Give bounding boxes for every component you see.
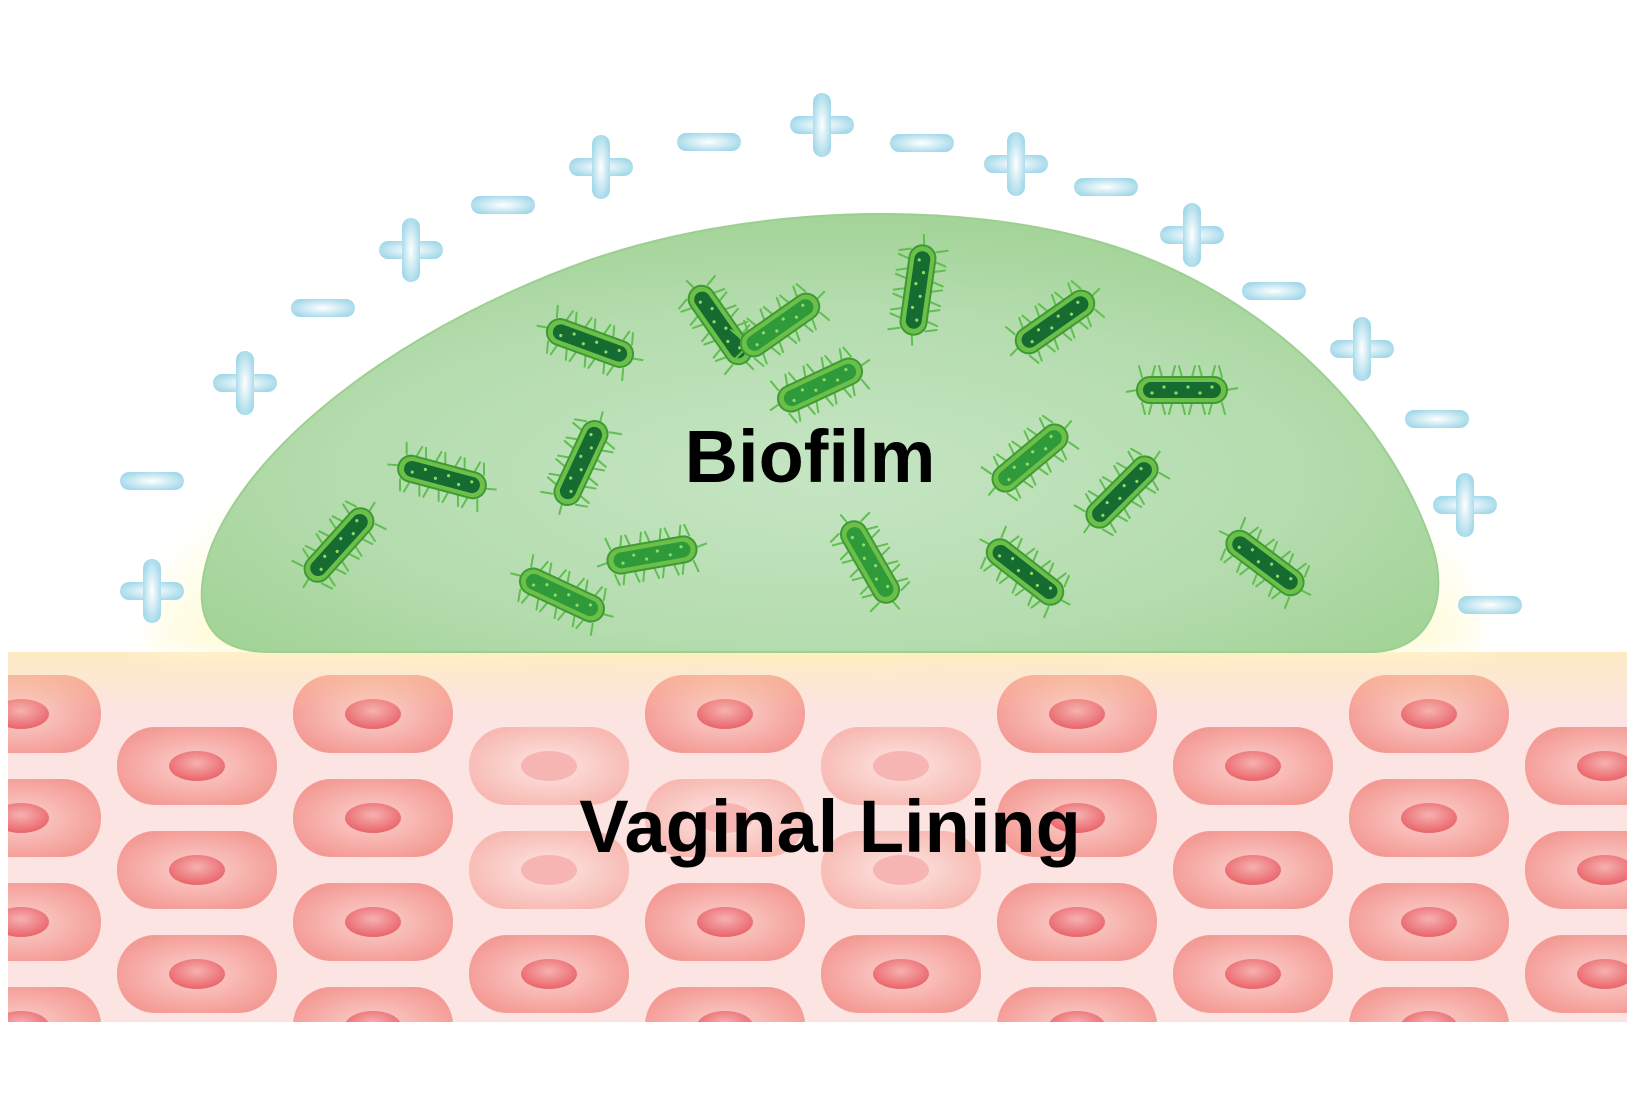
epithelial-cell <box>821 727 981 805</box>
epithelial-cell <box>293 883 453 961</box>
epithelial-cell <box>117 831 277 909</box>
bacterium-icon <box>980 414 1080 502</box>
bacterium-icon <box>540 411 622 515</box>
plus-icon <box>790 93 854 157</box>
epithelial-cell <box>469 727 629 805</box>
epithelial-cell <box>8 883 101 961</box>
bacterium-icon <box>730 283 830 367</box>
bacterium-icon <box>887 234 949 346</box>
plus-icon <box>379 218 443 282</box>
bacterium-icon <box>291 500 387 590</box>
vaginal-lining-label: Vaginal Lining <box>579 785 1081 868</box>
epithelial-cell <box>997 883 1157 961</box>
minus-icon <box>1242 282 1306 300</box>
epithelial-cell <box>1173 831 1333 909</box>
plus-icon <box>1330 317 1394 381</box>
minus-icon <box>1458 596 1522 614</box>
epithelial-cell <box>1173 727 1333 805</box>
bacterium-icon <box>510 554 614 636</box>
bacterium-icon <box>1218 516 1312 610</box>
plus-icon <box>120 559 184 623</box>
plus-icon <box>1433 473 1497 537</box>
epithelial-cell <box>645 779 805 857</box>
bacterium-icon <box>829 511 911 613</box>
minus-icon <box>120 472 184 490</box>
minus-icon <box>1405 410 1469 428</box>
epithelial-cell <box>8 779 101 857</box>
plus-icon <box>984 132 1048 196</box>
bacterium-icon <box>769 346 871 424</box>
biofilm-label: Biofilm <box>684 415 936 498</box>
bacterium-icon <box>1125 365 1239 415</box>
surface-charges <box>120 93 1522 623</box>
minus-icon <box>1074 178 1138 196</box>
epithelial-cell <box>293 779 453 857</box>
epithelial-cell <box>821 935 981 1013</box>
biofilm <box>149 213 1480 653</box>
epithelial-cell <box>1349 779 1509 857</box>
bacterium-icon <box>387 441 497 513</box>
epithelial-cell <box>1525 727 1627 805</box>
epithelial-cell <box>117 935 277 1013</box>
bacterium-icon <box>979 525 1071 619</box>
epithelial-cell <box>821 831 981 909</box>
bacteria-cluster <box>291 234 1312 636</box>
bacterium-icon <box>596 523 708 587</box>
epithelial-cell <box>1349 883 1509 961</box>
epithelial-cell <box>469 935 629 1013</box>
bacterium-icon <box>536 304 644 382</box>
plus-icon <box>213 351 277 415</box>
bacterium-icon <box>1073 447 1171 537</box>
minus-icon <box>677 133 741 151</box>
vaginal-lining-tissue <box>0 652 1635 1099</box>
minus-icon <box>291 299 355 317</box>
epithelial-cell <box>997 779 1157 857</box>
epithelial-cell <box>1525 831 1627 909</box>
plus-icon <box>1160 203 1224 267</box>
epithelial-cell <box>117 727 277 805</box>
minus-icon <box>890 134 954 152</box>
epithelial-cell <box>469 831 629 909</box>
epithelial-cell <box>1525 935 1627 1013</box>
plus-icon <box>569 135 633 199</box>
bacterium-icon <box>1005 280 1105 364</box>
minus-icon <box>471 196 535 214</box>
epithelial-cell <box>645 883 805 961</box>
epithelial-cell <box>1173 935 1333 1013</box>
